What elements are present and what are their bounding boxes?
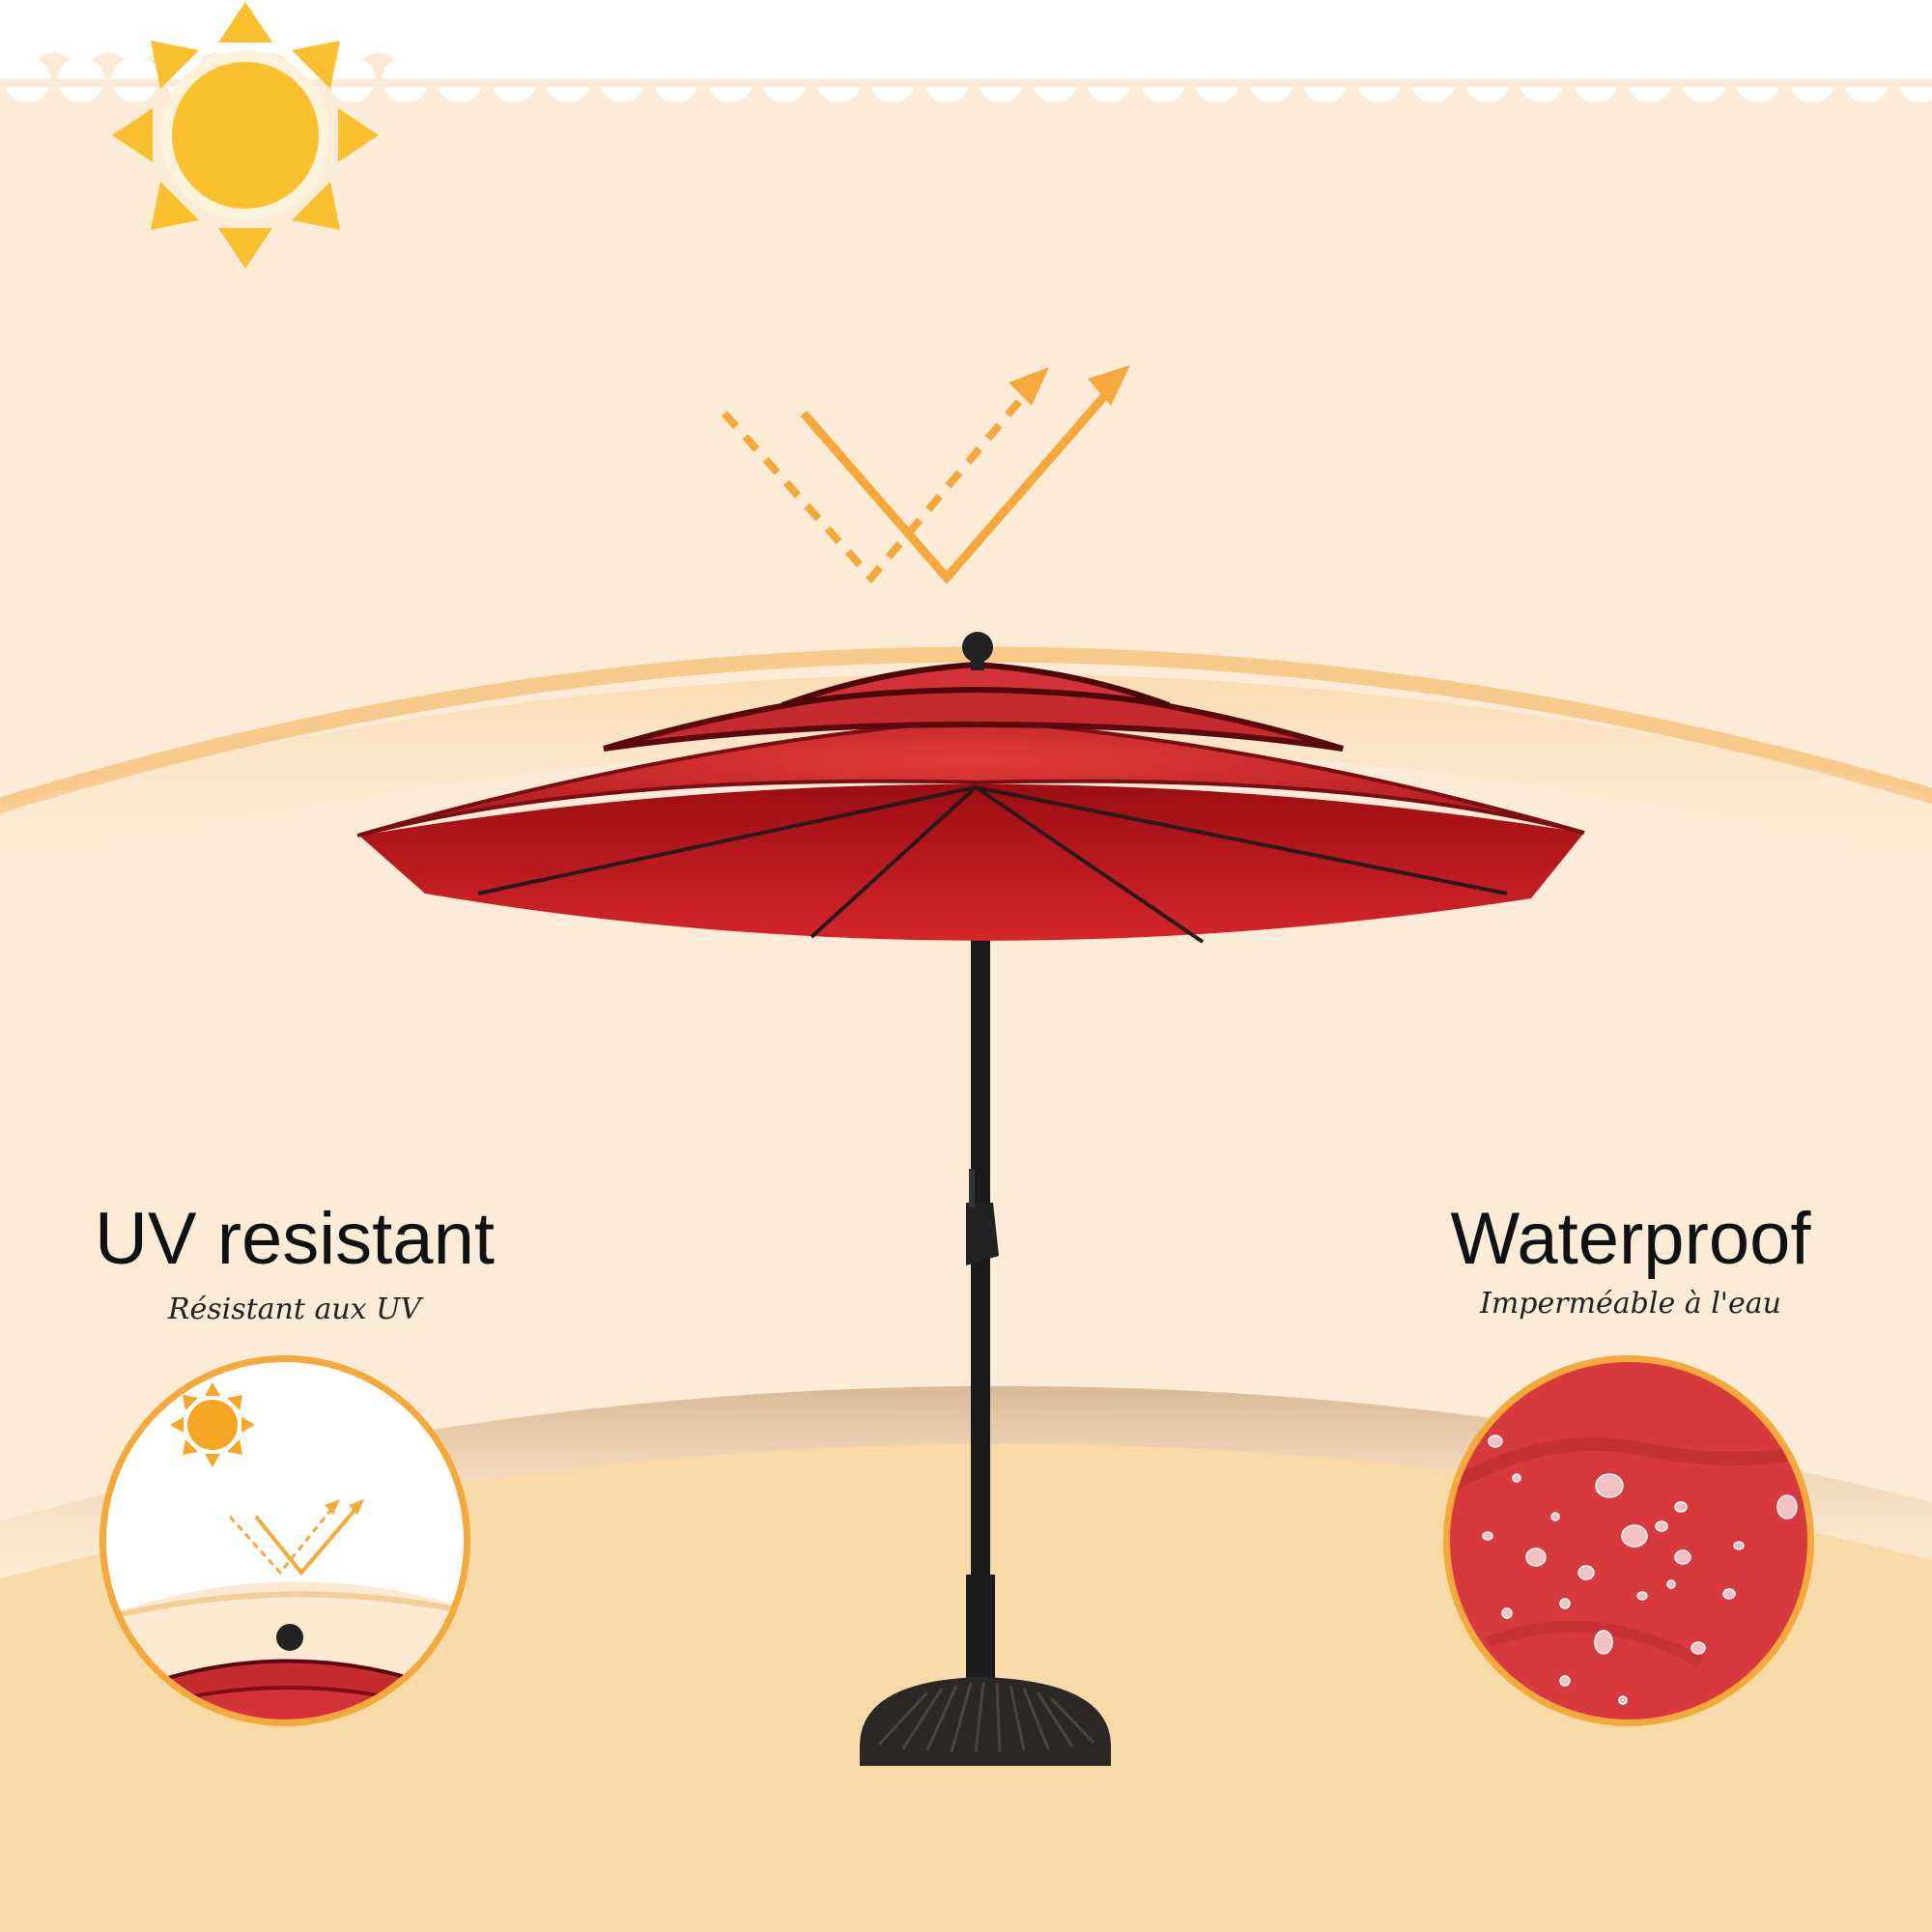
crank-handle (966, 1203, 999, 1265)
canopy-lower-tier (356, 717, 1585, 838)
canopy-top-tier (781, 661, 1171, 708)
umbrella-finial (962, 632, 993, 663)
waterproof-detail-circle (1443, 1355, 1814, 1726)
waterproof-title: Waterproof (1450, 1198, 1811, 1280)
uv-resistant-title: UV resistant (95, 1198, 495, 1280)
waterproof-subtitle: Imperméable à l'eau (1480, 1287, 1781, 1321)
uv-resistant-subtitle: Résistant aux UV (167, 1293, 422, 1326)
water-droplets-icon (1450, 1435, 1807, 1705)
uv-small-arrows (228, 1499, 364, 1577)
uv-reflection-arrows (722, 365, 1130, 584)
sun-icon (112, 2, 379, 269)
scallop-bumps (4, 56, 1932, 102)
umbrella (356, 632, 1585, 1766)
uv-detail-circle (99, 1355, 470, 1726)
uv-small-sun-icon (170, 1382, 255, 1467)
